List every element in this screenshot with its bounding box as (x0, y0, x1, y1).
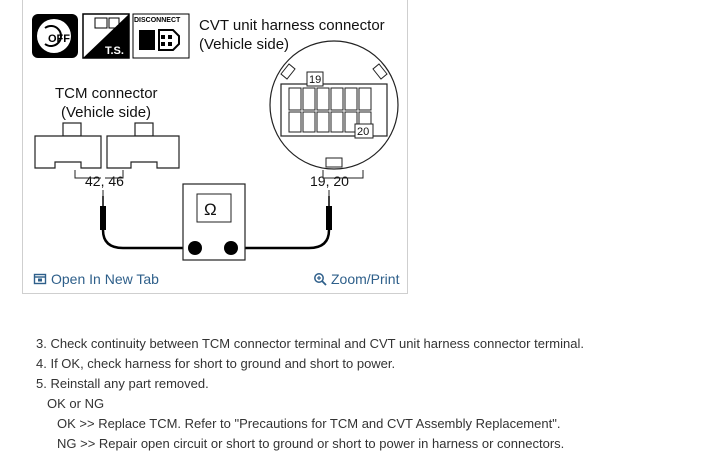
procedure-steps: 3. Check continuity between TCM connecto… (36, 334, 716, 454)
ok-or-ng-label: OK or NG (47, 396, 105, 411)
tcm-terminal-label: 42, 46 (85, 173, 124, 189)
off-badge-label: OFF (48, 33, 70, 45)
meter-terminal-left (188, 241, 202, 255)
ohm-symbol: Ω (204, 200, 217, 219)
test-step-icon: T.S. (82, 13, 130, 59)
new-tab-icon (33, 273, 47, 285)
ignition-off-icon: OFF (32, 14, 78, 58)
ng-result: NG >> Repair open circuit or short to gr… (57, 436, 565, 451)
tcm-connector-title: TCM connector (55, 85, 158, 102)
zoom-icon (314, 273, 327, 286)
figure-container: OFF T.S. DISCONNECT CVT unit harness con… (22, 0, 408, 294)
tcm-connector-subtitle: (Vehicle side) (61, 104, 151, 121)
cvt-harness-connector: 19 20 (269, 40, 399, 170)
meter-terminal-right (224, 241, 238, 255)
pin-20-label: 20 (357, 126, 369, 138)
wiring-diagram: OFF T.S. DISCONNECT CVT unit harness con… (32, 13, 399, 261)
step-4: 4. If OK, check harness for short to gro… (36, 356, 396, 371)
right-probe (326, 196, 332, 230)
ts-badge-label: T.S. (105, 45, 124, 57)
left-probe (100, 196, 106, 230)
ok-result: OK >> Replace TCM. Refer to "Precautions… (57, 416, 561, 431)
step-3: 3. Check continuity between TCM connecto… (36, 336, 584, 351)
zoom-print-link[interactable]: Zoom/Print (313, 271, 399, 287)
open-in-new-tab-label: Open In New Tab (51, 271, 159, 287)
cvt-terminal-label: 19, 20 (310, 173, 349, 189)
cvt-connector-subtitle: (Vehicle side) (199, 36, 289, 53)
step-5: 5. Reinstall any part removed. (36, 376, 209, 391)
disconnect-badge-label: DISCONNECT (134, 17, 181, 24)
zoom-print-label: Zoom/Print (331, 271, 400, 287)
tcm-connector (34, 122, 180, 169)
ohmmeter: Ω (182, 183, 246, 261)
open-in-new-tab-link[interactable]: Open In New Tab (33, 271, 159, 287)
figure-toolbar: Open In New Tab Zoom/Print (23, 265, 407, 293)
cvt-connector-title: CVT unit harness connector (199, 17, 385, 34)
disconnect-icon: DISCONNECT (132, 13, 190, 59)
pin-19-label: 19 (309, 74, 321, 86)
